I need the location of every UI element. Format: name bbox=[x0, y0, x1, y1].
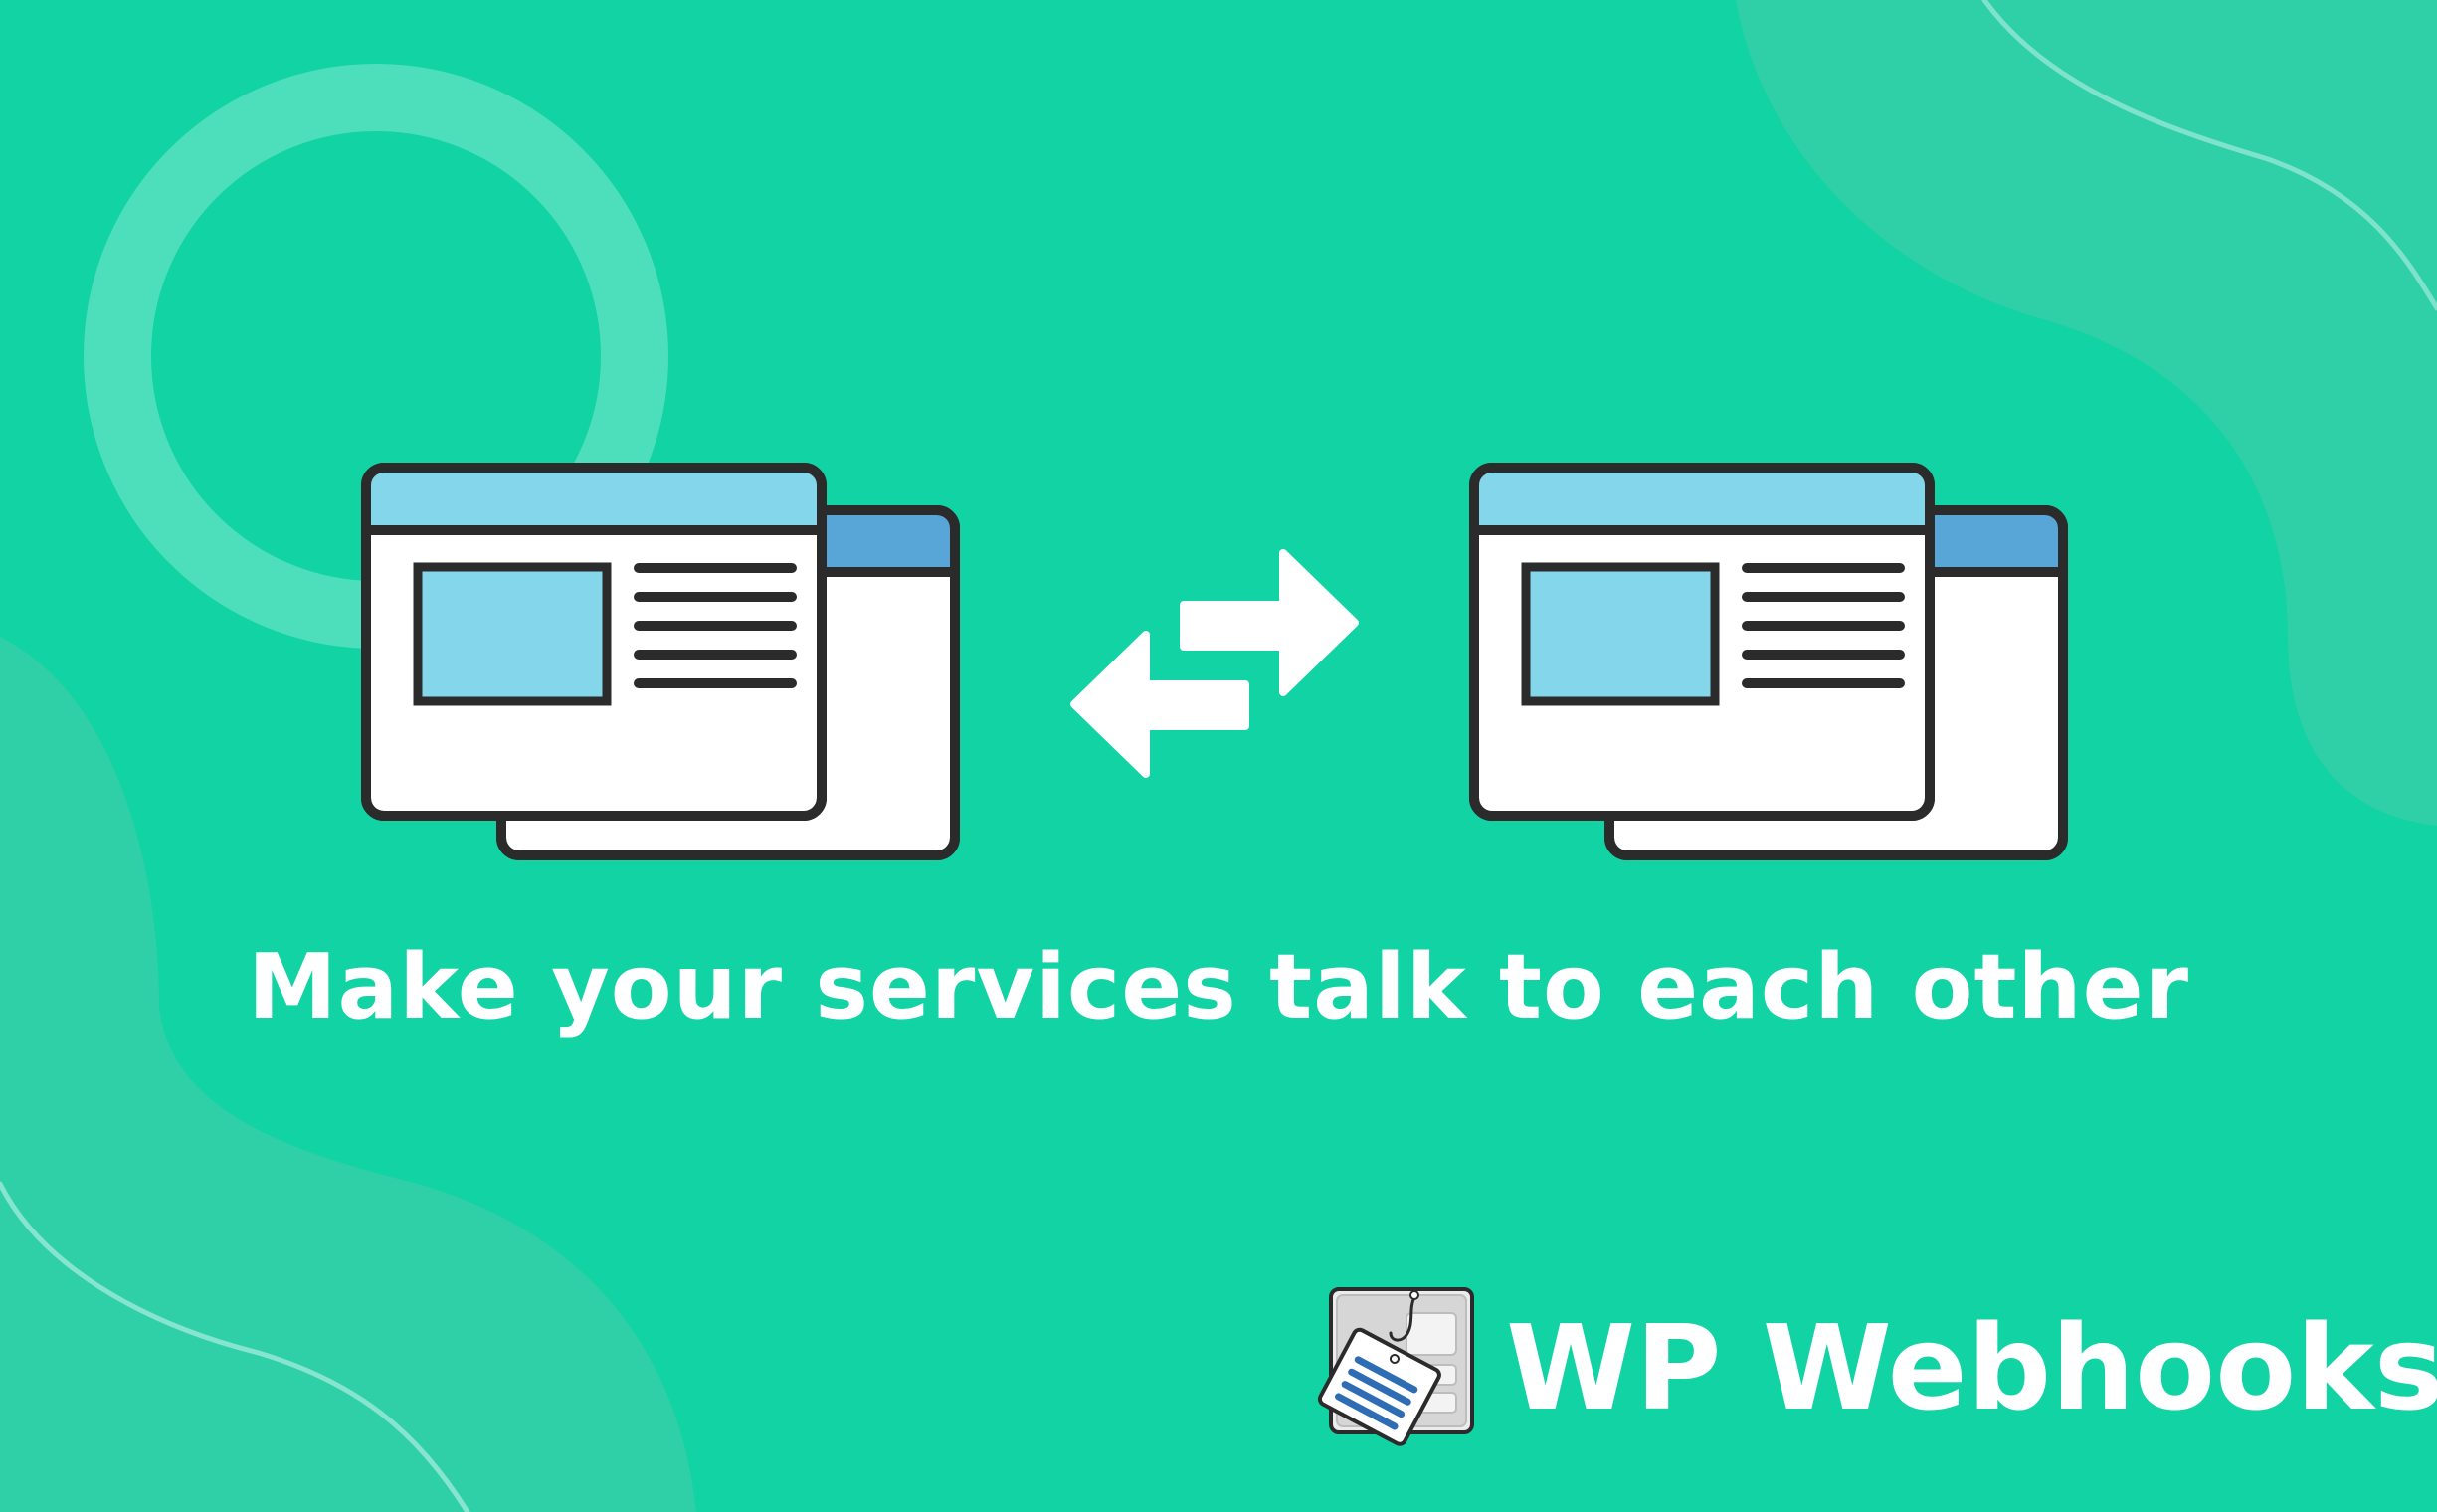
tagline: Make your services talk to each other bbox=[247, 935, 2190, 1040]
right-windows-icon bbox=[1469, 463, 2068, 860]
top-right-blob bbox=[1736, 0, 2437, 826]
webhook-hook-tag-icon bbox=[1317, 1287, 1474, 1446]
bottom-left-wave-line bbox=[0, 1181, 470, 1512]
top-right-wave-line bbox=[1981, 0, 2437, 311]
brand-name: WP Webhooks bbox=[1506, 1299, 2437, 1436]
brand-lockup: WP Webhooks bbox=[1311, 1283, 2437, 1452]
bottom-left-blob bbox=[0, 637, 696, 1512]
left-windows-icon bbox=[361, 463, 960, 860]
exchange-arrows-icon bbox=[1070, 549, 1359, 778]
